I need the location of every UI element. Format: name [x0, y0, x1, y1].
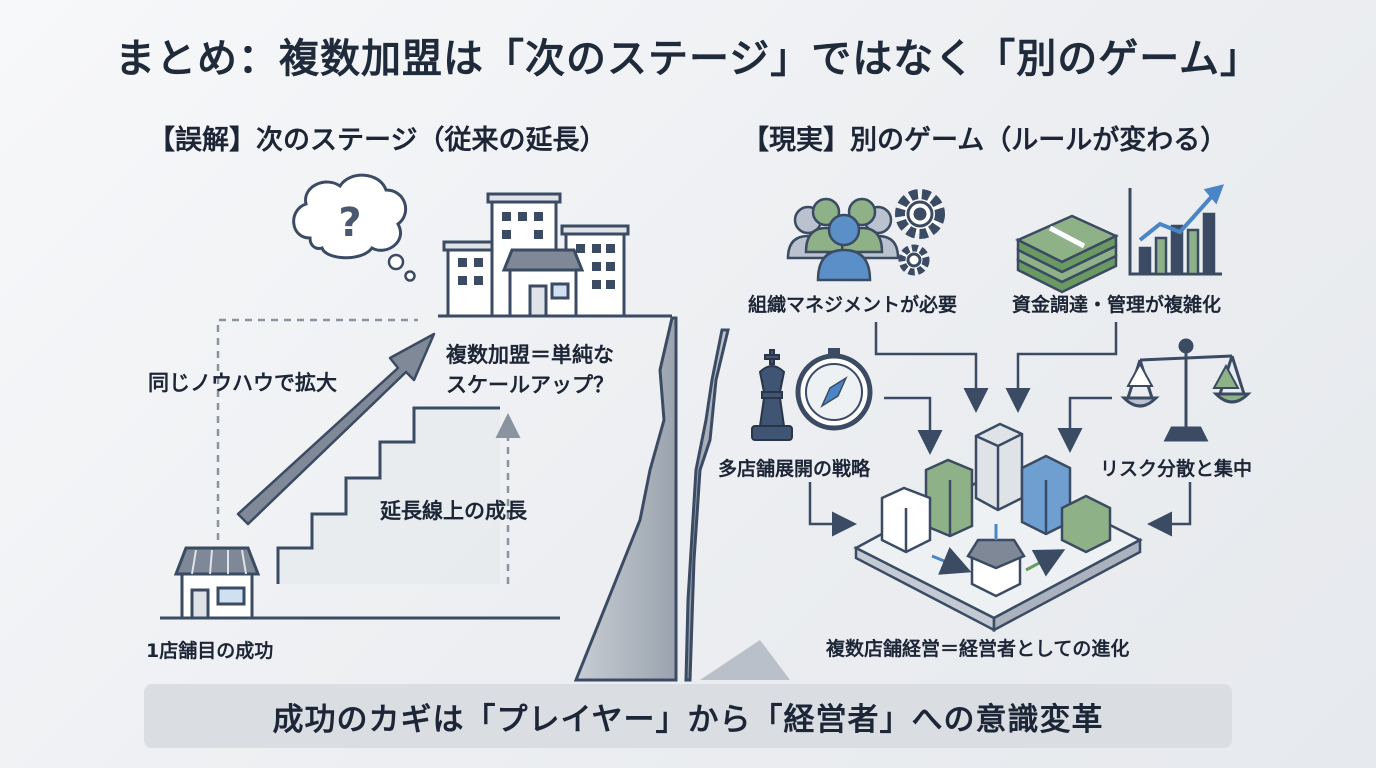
balance-scale-icon: [1120, 338, 1252, 442]
label-funds-management: 資金調達・管理が複雑化: [1012, 294, 1222, 316]
label-multi-store-result: 複数店舗経営＝経営者としての進化: [826, 638, 1130, 660]
label-risk: リスク分散と集中: [1100, 458, 1253, 480]
compass-icon: [795, 348, 873, 431]
label-strategy: 多店舗展開の戦略: [718, 458, 871, 480]
right-heading: 【現実】別のゲーム（ルールが変わる）: [742, 125, 1228, 156]
cliff-gap: [573, 316, 790, 682]
question-mark: ?: [338, 200, 361, 246]
label-org-management: 組織マネジメントが必要: [748, 294, 958, 316]
team-people-icon: [786, 197, 900, 282]
dashed-path: [216, 318, 418, 540]
growth-arrow-icon: [236, 332, 436, 526]
left-heading: 【誤解】次のステージ（従来の延長）: [148, 125, 607, 156]
page-title: まとめ：複数加盟は「次のステージ」ではなく「別のゲーム」: [115, 36, 1261, 82]
multi-store-city-icon: [853, 422, 1143, 633]
label-first-store: 1店舗目の成功: [146, 640, 274, 662]
thought-cloud-icon: ?: [292, 173, 416, 282]
growth-chart-icon: [1128, 184, 1225, 276]
chess-king-icon: [751, 349, 793, 441]
label-scale-up-line2: スケールアップ？: [446, 373, 614, 397]
label-scale-up: 複数加盟＝単純な スケールアップ？: [446, 340, 614, 400]
gear-icon: [895, 189, 945, 276]
label-extension-growth: 延長線上の成長: [380, 499, 527, 523]
label-scale-up-line1: 複数加盟＝単純な: [446, 343, 614, 367]
money-stack-icon: [1015, 214, 1119, 294]
connector-arrows: [808, 322, 1192, 537]
small-store-icon: [173, 546, 261, 620]
conclusion-banner: 成功のカギは「プレイヤー」から「経営者」への意識変革: [144, 684, 1232, 748]
label-same-knowhow: 同じノウハウで拡大: [148, 371, 337, 395]
staircase: [276, 406, 500, 584]
